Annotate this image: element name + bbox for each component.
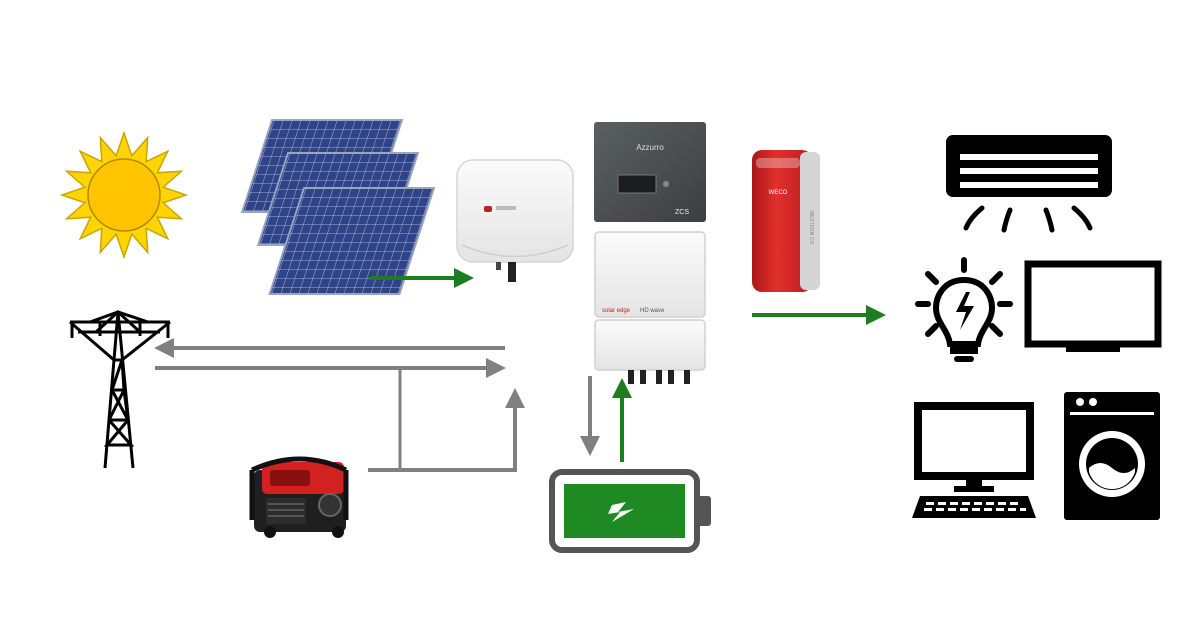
battery-charging-icon [549, 469, 711, 553]
desktop-computer-icon [912, 402, 1036, 518]
arrow-generator-to-inverter [368, 388, 525, 472]
generator-icon [249, 456, 349, 538]
sun-icon [59, 130, 189, 260]
washing-machine-icon [1064, 392, 1160, 520]
solaredge-brand-label: solar edge [602, 308, 631, 314]
tv-icon [1024, 260, 1162, 352]
inverter-icon [456, 159, 574, 282]
solar-panel-icon [240, 119, 436, 295]
hybrid-logo-label: ZCS [675, 209, 689, 216]
hybrid-inverter-icon: Azzurro ZCS [594, 122, 706, 222]
inverter-icon: solar edge HD wave [594, 231, 706, 384]
wall-battery-icon: WECO WESTERN CO. [752, 150, 820, 292]
storage-brand-label: WECO [769, 190, 788, 196]
transmission-tower-icon [69, 309, 171, 469]
flow-arrows [154, 268, 886, 472]
light-bulb-icon [915, 257, 1013, 362]
storage-side-label: WESTERN CO. [808, 210, 814, 245]
solaredge-model-label: HD wave [640, 308, 665, 314]
air-conditioner-icon [946, 135, 1112, 233]
hybrid-brand-label: Azzurro [636, 143, 664, 152]
